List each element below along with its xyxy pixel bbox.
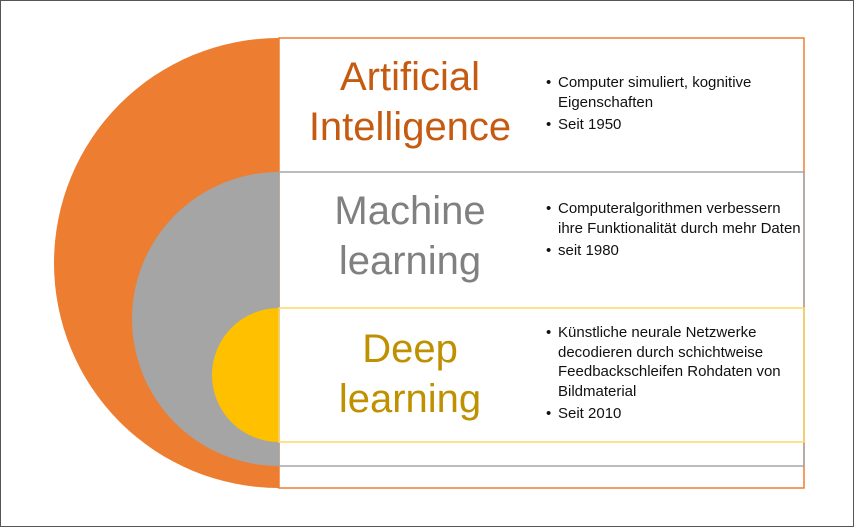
dl-title: Deep learning [279,324,541,424]
dl-bullet-1: Künstliche neurale Netzwerke decodieren … [546,323,804,401]
dl-title-line-2: learning [338,377,482,421]
ml-bullet-1: Computeralgorithmen verbessern ihre Funk… [546,199,804,238]
ai-title-line-1: Artificial [339,55,481,99]
dl-bullet-2: Seit 2010 [546,404,804,424]
ml-bullet-list: Computeralgorithmen verbessern ihre Funk… [546,199,804,264]
ml-title-line-1: Machine [334,189,486,233]
ai-title: Artificial Intelligence [279,52,541,152]
dl-title-line-1: Deep [362,327,458,371]
ml-panel: Machine learning Computeralgorithmen ver… [279,172,804,308]
ai-title-line-2: Intelligence [308,105,512,149]
ml-title: Machine learning [279,186,541,286]
ml-bullet-2: seit 1980 [546,241,804,261]
ai-panel: Artificial Intelligence Computer simulie… [279,38,804,172]
ai-bullet-1: Computer simuliert, kognitive Eigenschaf… [546,73,804,112]
ai-bullet-list: Computer simuliert, kognitive Eigenschaf… [546,73,804,138]
ai-bullet-2: Seit 1950 [546,115,804,135]
dl-panel: Deep learning Künstliche neurale Netzwer… [279,308,804,442]
ml-title-line-2: learning [338,239,482,283]
dl-panel-border [278,307,805,443]
dl-bullet-list: Künstliche neurale Netzwerke decodieren … [546,323,804,427]
dl-arc [212,308,279,442]
